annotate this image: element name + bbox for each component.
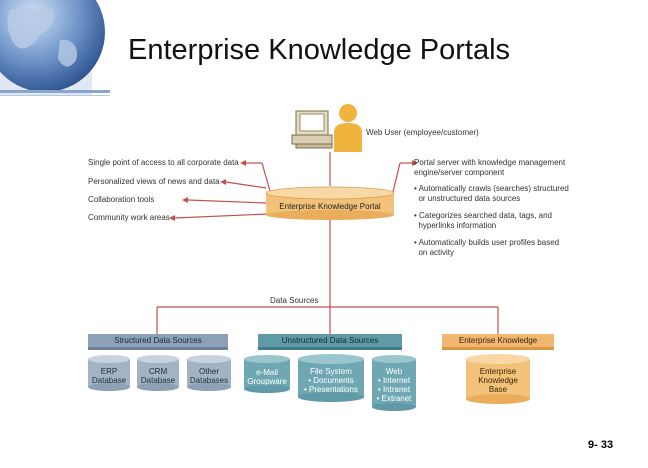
right-heading-line-1: Portal server with knowledge management [414,158,566,167]
unstructured-header-shape [258,334,402,350]
email-cylinder [244,355,290,393]
computer-icon [291,110,333,149]
filesystem-label: File System• Documents• Presentations [304,367,358,394]
right-bullet-2-line-1: • Categorizes searched data, tags, and [414,211,552,220]
page-number: 9- 33 [588,439,614,451]
structured-header-shape [88,334,228,350]
user-label: Web User (employee/customer) [366,128,479,137]
left-feature-2: Personalized views of news and data [88,177,220,186]
data-sources-label: Data Sources [270,296,319,305]
unstructured-header-label: Unstructured Data Sources [281,336,379,345]
globe-graphic [0,0,110,100]
crm-cylinder [137,355,179,391]
right-bullet-1-line-2: or unstructured data sources [414,194,521,203]
other-db-cylinder [187,355,231,391]
right-bullet-3-line-1: • Automatically builds user profiles bas… [414,238,560,247]
knowledge-header-shape [442,334,554,350]
portal-cylinder [265,186,395,220]
structured-header-label: Structured Data Sources [114,336,202,345]
web-cylinder [372,355,416,411]
person-icon [334,104,362,152]
right-bullet-3-line-2: on activity [414,248,455,257]
left-feature-1: Single point of access to all corporate … [88,158,239,167]
erp-cylinder [88,355,130,391]
right-bullet-2-line-2: hyperlinks information [414,221,497,230]
knowledge-base-cylinder [466,354,530,404]
right-heading-line-2: engine/server component [414,168,505,177]
knowledge-header-label: Enterprise Knowledge [458,336,538,345]
filesystem-cylinder [298,354,364,402]
left-feature-4: Community work areas [88,213,170,222]
web-label: Web• Internet• Intranet• Extranet [376,367,412,403]
portal-label: Enterprise Knowledge Portal [279,202,381,211]
slide-title: Enterprise Knowledge Portals [128,34,511,66]
right-bullet-1-line-1: • Automatically crawls (searches) struct… [414,184,569,193]
left-feature-3: Collaboration tools [88,195,155,204]
